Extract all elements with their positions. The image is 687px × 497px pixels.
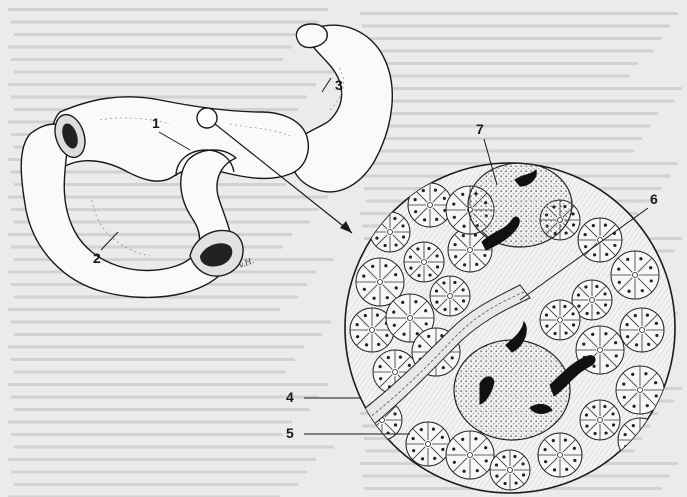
acinus [616, 366, 664, 414]
acinus [611, 251, 659, 299]
acinus [580, 400, 620, 440]
label-6: 6 [650, 191, 658, 207]
tail-tip [296, 24, 327, 47]
label-4: 4 [286, 389, 294, 405]
acinus [430, 276, 470, 316]
label-2: 2 [93, 250, 101, 266]
acinus [446, 431, 494, 479]
histology-circle [345, 163, 675, 493]
pancreas-body [52, 97, 308, 181]
label-5: 5 [286, 425, 294, 441]
label-3: 3 [335, 77, 343, 93]
acinus [370, 212, 410, 252]
acinus [540, 300, 580, 340]
magnification-spot [197, 108, 217, 128]
acinus [408, 183, 452, 227]
acinus [404, 242, 444, 282]
acinus [490, 450, 530, 490]
pancreas-tail [291, 25, 392, 192]
acinus [620, 308, 664, 352]
label-7: 7 [476, 121, 484, 137]
acinus [618, 418, 662, 462]
gross-pancreas [21, 24, 392, 297]
acinus [578, 218, 622, 262]
acinus [406, 422, 450, 466]
label-1: 1 [152, 115, 160, 131]
acinus [538, 433, 582, 477]
